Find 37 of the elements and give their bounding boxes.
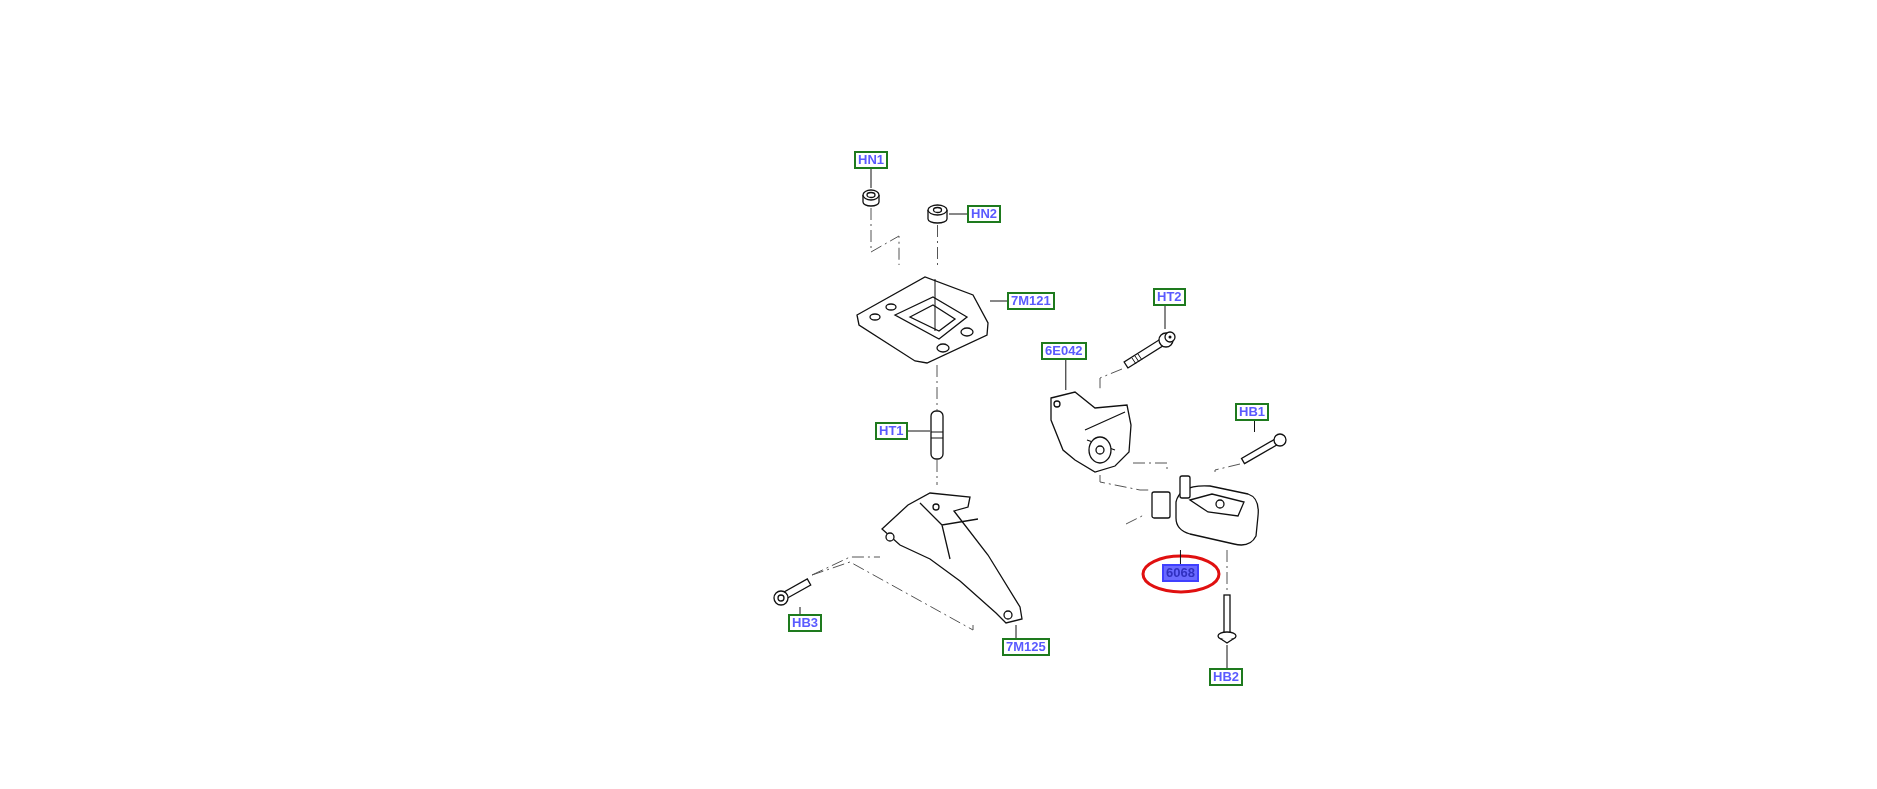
leader-line: [1226, 644, 1228, 669]
callout-label: HB3: [788, 614, 822, 632]
callout-label: HT1: [875, 422, 908, 440]
leader-line: [1015, 624, 1017, 639]
nut-drawing: [926, 203, 949, 225]
centerline: [936, 364, 938, 411]
nut-drawing: [861, 188, 881, 208]
callout-label: 7M121: [1007, 292, 1055, 310]
leader-line: [870, 168, 872, 189]
callout-label: 6E042: [1041, 342, 1087, 360]
centerline: [811, 561, 974, 631]
callout-label: HN1: [854, 151, 888, 169]
leader-line: [948, 213, 968, 215]
leader-line: [989, 300, 1008, 302]
leader-line: [1254, 420, 1255, 433]
bolt-drawing: [1215, 593, 1239, 645]
centerline: [870, 207, 900, 266]
leader-line: [1179, 549, 1181, 565]
bolt-drawing: [1122, 329, 1177, 369]
callout-label: HB1: [1235, 403, 1269, 421]
leader-line: [799, 606, 801, 615]
callout-label: 6068: [1162, 564, 1199, 582]
centerline: [936, 459, 938, 486]
centerline: [1099, 368, 1123, 391]
callout-label: HN2: [967, 205, 1001, 223]
callout-label: HB2: [1209, 668, 1243, 686]
centerline: [1099, 474, 1151, 491]
callout-label: HT2: [1153, 288, 1186, 306]
bolt-drawing: [1240, 432, 1287, 464]
leader-line: [907, 430, 931, 432]
centerline: [937, 224, 938, 266]
leader-line: [1164, 305, 1166, 330]
bolt-drawing: [772, 575, 812, 607]
callout-label: 7M125: [1002, 638, 1050, 656]
leader-line: [1065, 359, 1067, 391]
stud-drawing: [930, 410, 944, 460]
centerline: [1214, 463, 1241, 473]
